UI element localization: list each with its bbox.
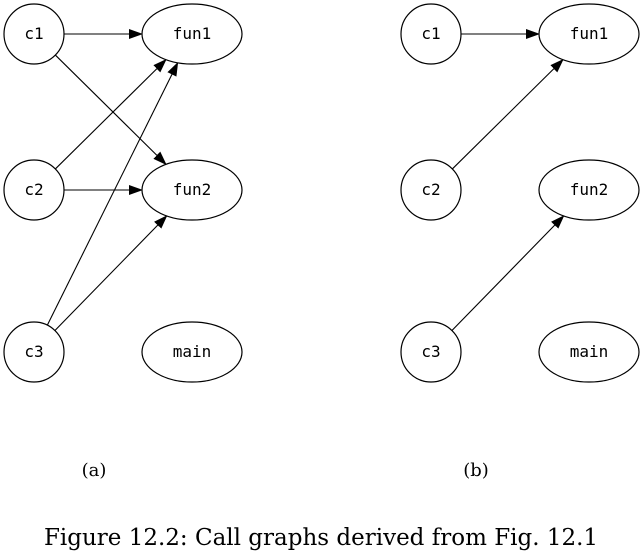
node-c2: c2 <box>3 159 65 221</box>
node-main: main <box>141 321 243 383</box>
node-c3-circle <box>3 321 65 383</box>
edge-c2-to-fun1 <box>54 58 167 170</box>
node-fun1-ellipse <box>538 3 640 65</box>
panel-label-b: (b) <box>463 460 489 481</box>
node-c1: c1 <box>400 3 462 65</box>
node-c3: c3 <box>3 321 65 383</box>
edge-c1-to-fun2 <box>54 54 167 166</box>
node-c1-label: c1 <box>421 24 440 43</box>
node-main-ellipse <box>538 321 640 383</box>
node-c2-label: c2 <box>421 180 440 199</box>
node-c1: c1 <box>3 3 65 65</box>
edge-c3-to-fun2 <box>451 215 565 331</box>
node-main-ellipse <box>141 321 243 383</box>
node-c3-circle <box>400 321 462 383</box>
edge-c2-to-fun1 <box>451 58 564 170</box>
node-fun2-label: fun2 <box>173 180 212 199</box>
node-c1-label: c1 <box>24 24 43 43</box>
node-main-label: main <box>173 342 212 361</box>
node-fun1: fun1 <box>141 3 243 65</box>
call-graph-panel-a: c1 c2 c3 fun1 fun2 main (a) <box>3 3 243 481</box>
node-c1-circle <box>3 3 65 65</box>
node-c3-label: c3 <box>24 342 43 361</box>
node-c3: c3 <box>400 321 462 383</box>
node-main-label: main <box>570 342 609 361</box>
call-graph-panel-b: c1 c2 c3 fun1 fun2 main (b) <box>400 3 640 481</box>
node-c2: c2 <box>400 159 462 221</box>
node-fun2-ellipse <box>141 159 243 221</box>
edge-c3-to-fun2 <box>54 215 168 331</box>
node-c1-circle <box>400 3 462 65</box>
node-c2-label: c2 <box>24 180 43 199</box>
node-c2-circle <box>400 159 462 221</box>
node-fun1-ellipse <box>141 3 243 65</box>
node-fun1-label: fun1 <box>570 24 609 43</box>
node-fun2: fun2 <box>141 159 243 221</box>
node-fun2-label: fun2 <box>570 180 609 199</box>
edge-c3-to-fun1 <box>46 61 179 326</box>
node-fun2-ellipse <box>538 159 640 221</box>
node-c3-label: c3 <box>421 342 440 361</box>
panel-label-a: (a) <box>82 460 107 481</box>
node-fun1: fun1 <box>538 3 640 65</box>
node-fun1-label: fun1 <box>173 24 212 43</box>
node-main: main <box>538 321 640 383</box>
node-c2-circle <box>3 159 65 221</box>
node-fun2: fun2 <box>538 159 640 221</box>
figure-caption: Figure 12.2: Call graphs derived from Fi… <box>44 525 598 551</box>
